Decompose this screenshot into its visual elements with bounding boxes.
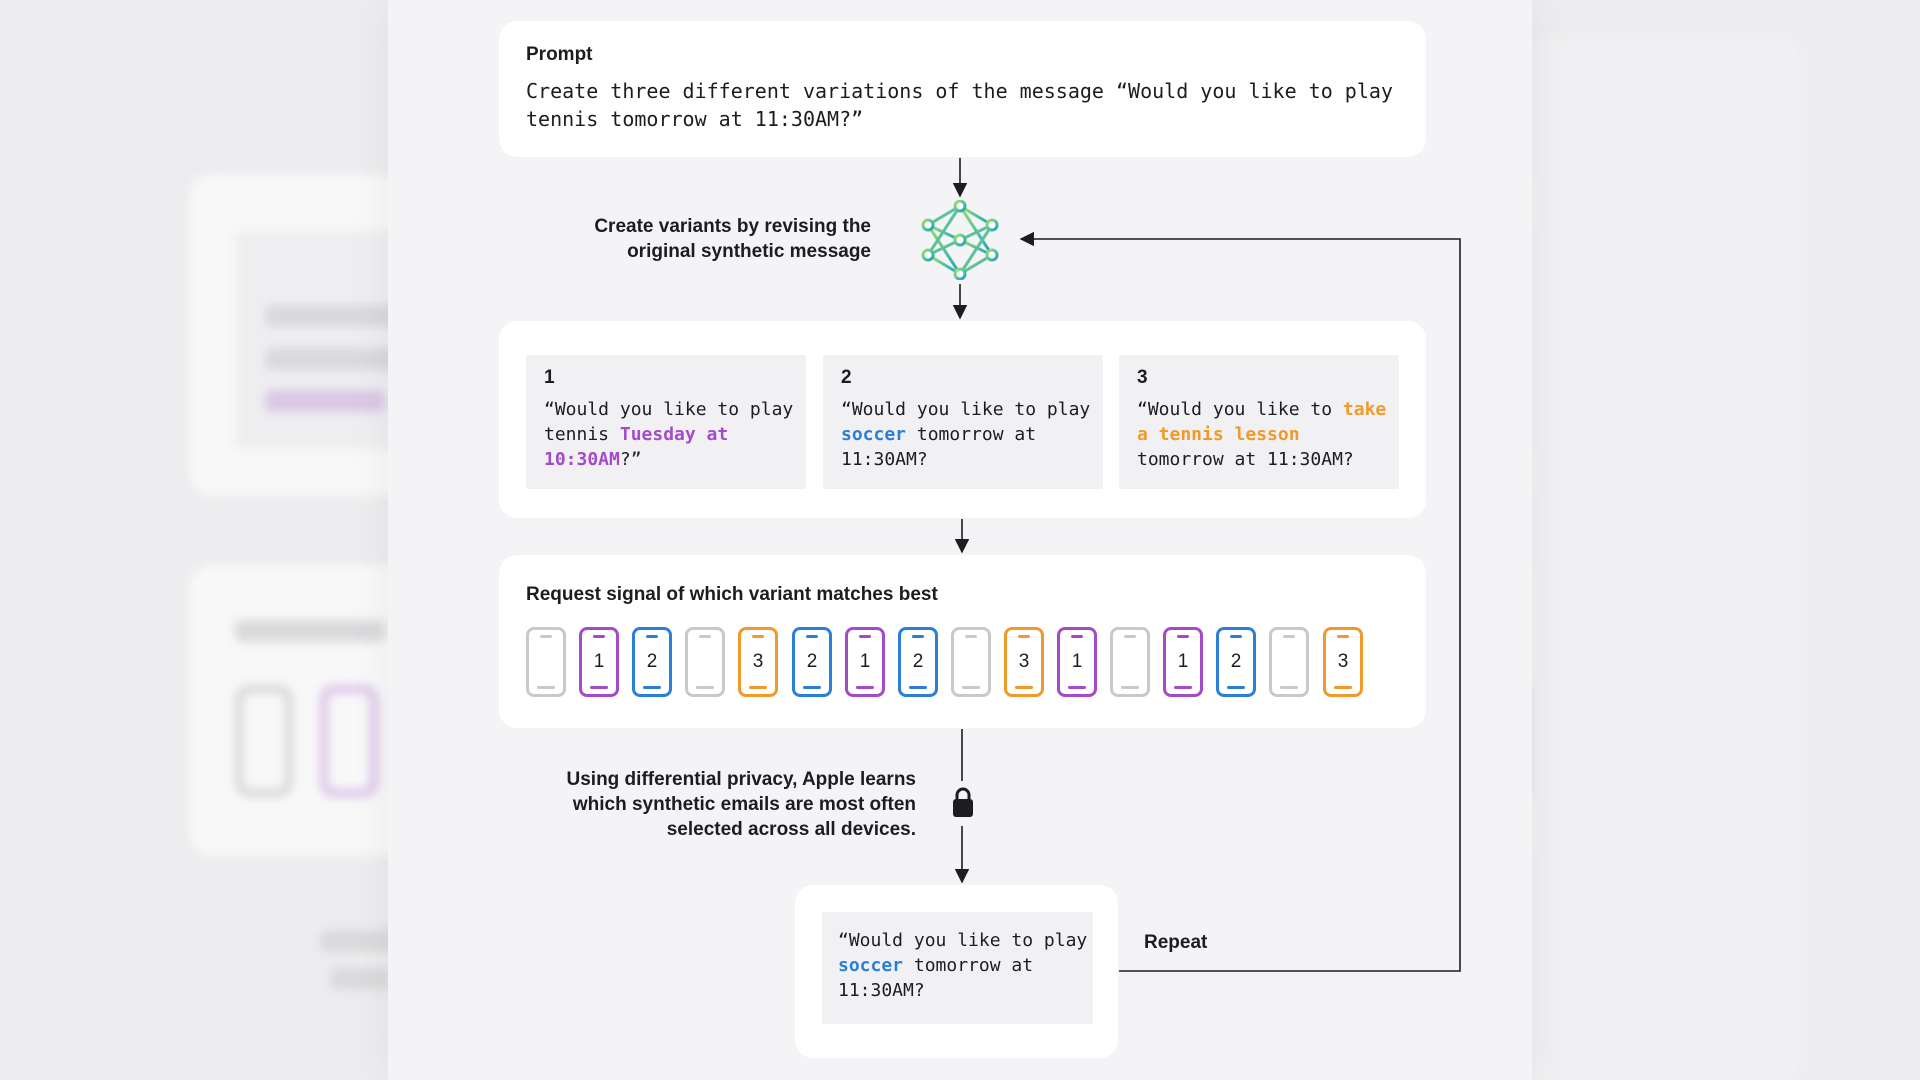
variant-text-start: “Would you like to play tennis	[544, 399, 805, 445]
variant-text-start: “Would you like to	[1137, 399, 1343, 420]
device-phone-icon: 2	[898, 627, 938, 697]
diagram-panel: Prompt Create three different variations…	[388, 0, 1532, 1080]
device-variant-number: 3	[752, 651, 764, 672]
prompt-text: Create three different variations of the…	[526, 79, 1393, 131]
device-phone-icon: 1	[1163, 627, 1203, 697]
lock-icon	[953, 787, 973, 817]
result-text-start: “Would you like to play	[838, 930, 1099, 951]
repeat-label: Repeat	[1144, 932, 1208, 953]
variant-text: “Would you like to play soccer tomorrow …	[841, 397, 1097, 472]
device-variant-number: 2	[1230, 651, 1242, 672]
result-text: “Would you like to play soccer tomorrow …	[838, 928, 1088, 1003]
variant-number: 3	[1137, 367, 1148, 388]
variant-text-end: ?”	[619, 449, 642, 470]
signal-title: Request signal of which variant matches …	[526, 584, 938, 605]
device-variant-number: 3	[1018, 651, 1030, 672]
device-phone-icon	[951, 627, 991, 697]
prompt-card: Prompt Create three different variations…	[499, 21, 1426, 157]
device-phone-icon	[1110, 627, 1150, 697]
privacy-note-line2: which synthetic emails are most often	[572, 794, 916, 815]
variant-text-start: “Would you like to play	[841, 399, 1102, 420]
device-phone-icon	[526, 627, 566, 697]
device-phone-icon: 1	[845, 627, 885, 697]
background-phone	[235, 685, 293, 797]
device-phone-icon: 1	[1057, 627, 1097, 697]
variant-number: 1	[544, 367, 555, 388]
device-phone-icon	[685, 627, 725, 697]
variant-box-2: 2 “Would you like to play soccer tomorro…	[823, 355, 1103, 489]
background-text	[265, 390, 385, 412]
device-variant-number: 1	[1177, 651, 1189, 672]
variant-text: “Would you like to play tennis Tuesday a…	[544, 397, 800, 472]
device-variant-number: 3	[1337, 651, 1349, 672]
privacy-note-line1: Using differential privacy, Apple learns	[566, 769, 917, 790]
variant-highlight: soccer	[841, 424, 907, 445]
background-text	[265, 305, 395, 327]
background-text	[320, 930, 400, 952]
device-variant-number: 2	[646, 651, 658, 672]
model-step-label: Create variants by revising the original…	[594, 214, 871, 264]
device-variant-number: 1	[593, 651, 605, 672]
variant-box-1: 1 “Would you like to play tennis Tuesday…	[526, 355, 806, 489]
privacy-note: Using differential privacy, Apple learns…	[567, 767, 917, 842]
result-box: “Would you like to play soccer tomorrow …	[822, 912, 1093, 1024]
device-phone-icon: 3	[1004, 627, 1044, 697]
device-phone-icon: 1	[579, 627, 619, 697]
device-phone-icon: 2	[632, 627, 672, 697]
prompt-title: Prompt	[526, 44, 593, 65]
device-variant-number: 1	[1071, 651, 1083, 672]
device-row: 1 2 3 2 1 2 3 1 1 2 3	[526, 627, 1406, 699]
background-phone	[320, 685, 378, 797]
device-phone-icon: 3	[738, 627, 778, 697]
device-phone-icon	[1269, 627, 1309, 697]
device-phone-icon: 2	[1216, 627, 1256, 697]
signal-card: Request signal of which variant matches …	[499, 555, 1426, 728]
background-panel	[1530, 40, 1800, 1080]
variants-card: 1 “Would you like to play tennis Tuesday…	[499, 321, 1426, 518]
model-step-label-line2: original synthetic message	[627, 241, 871, 262]
result-card: “Would you like to play soccer tomorrow …	[795, 885, 1118, 1058]
variant-number: 2	[841, 367, 852, 388]
device-phone-icon: 2	[792, 627, 832, 697]
privacy-note-line3: selected across all devices.	[666, 819, 916, 840]
device-variant-number: 2	[806, 651, 818, 672]
result-highlight: soccer	[838, 955, 904, 976]
device-variant-number: 2	[912, 651, 924, 672]
neural-network-icon	[921, 200, 999, 280]
variant-highlight: Tuesday at 10:30AM	[544, 424, 740, 470]
background-text	[235, 620, 385, 642]
model-step-label-line1: Create variants by revising the	[594, 216, 871, 237]
background-text	[265, 348, 405, 370]
device-phone-icon: 3	[1323, 627, 1363, 697]
variant-box-3: 3 “Would you like to take a tennis lesso…	[1119, 355, 1399, 489]
device-variant-number: 1	[859, 651, 871, 672]
background-text	[330, 968, 390, 990]
variant-text: “Would you like to take a tennis lesson …	[1137, 397, 1393, 472]
